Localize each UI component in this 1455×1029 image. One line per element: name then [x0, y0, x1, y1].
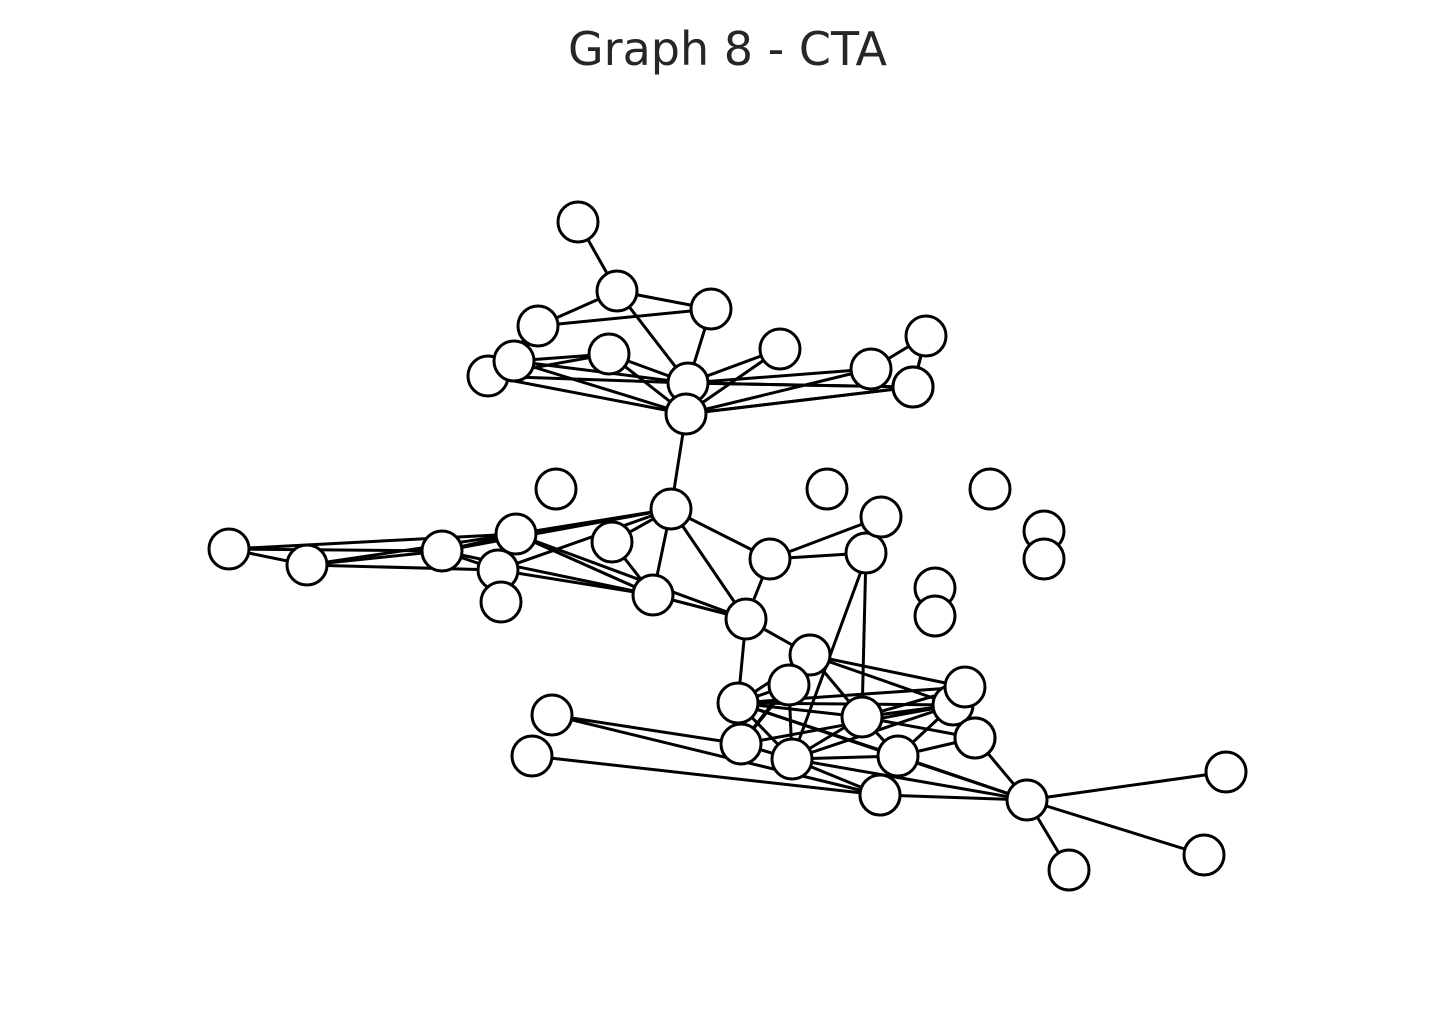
edge-n20-n25 — [441, 549, 654, 597]
graph-node-n15 — [534, 467, 578, 511]
graph-node-n34 — [859, 495, 903, 539]
graph-node-n32 — [840, 695, 884, 739]
edge-n41-n43 — [1026, 798, 1205, 857]
graph-node-n27 — [724, 597, 768, 641]
graph-node-n48 — [858, 773, 902, 817]
edge-n28-n32 — [860, 552, 868, 718]
edge-n41-n42 — [1026, 770, 1227, 802]
graph-node-n6 — [492, 339, 536, 383]
graph-node-n53 — [913, 594, 957, 638]
graph-node-n16 — [805, 467, 849, 511]
graph-node-n19 — [285, 543, 329, 587]
graph-node-n18 — [207, 527, 251, 571]
edge-n23-n25 — [497, 568, 654, 597]
graph-node-n3 — [516, 304, 560, 348]
edge-n10-n11 — [685, 367, 872, 416]
edge-n21-n27 — [515, 532, 747, 621]
edge-n18-n21 — [228, 532, 517, 551]
graph-node-n17 — [649, 487, 693, 531]
edge-n10-n14 — [685, 385, 914, 416]
graph-node-n44 — [1047, 848, 1091, 892]
graph-node-n7 — [587, 332, 631, 376]
graph-node-n13 — [904, 314, 948, 358]
edge-n19-n23 — [306, 563, 499, 572]
edge-n3-n4 — [537, 307, 712, 328]
edge-n38-n41 — [791, 757, 1028, 802]
graph-node-n22 — [590, 520, 634, 564]
edge-n41-n46 — [879, 793, 1028, 802]
edge-n39-n41 — [897, 754, 1028, 802]
graph-node-n14 — [891, 365, 935, 409]
node-layer — [207, 200, 1248, 892]
graph-node-n21 — [494, 512, 538, 556]
graph-node-n41 — [1005, 778, 1049, 822]
edge-n29-n35 — [809, 653, 966, 689]
graph-node-n25 — [631, 573, 675, 617]
graph-node-n1 — [556, 200, 600, 244]
edge-n19-n21 — [306, 532, 517, 567]
graph-node-n45 — [530, 693, 574, 737]
graph-node-n29 — [788, 633, 832, 677]
edge-n9-n11 — [687, 367, 872, 385]
edge-n6-n10 — [513, 359, 687, 416]
graph-node-n8 — [758, 327, 802, 371]
graph-node-n2 — [595, 269, 639, 313]
edge-n17-n21 — [515, 507, 672, 536]
graph-node-n37 — [719, 722, 763, 766]
graph-node-n20 — [420, 529, 464, 573]
graph-node-n10 — [664, 392, 708, 436]
edge-n37-n45 — [551, 713, 742, 746]
graph-title: Graph 8 - CTA — [568, 22, 887, 76]
edge-n45-n46 — [551, 713, 881, 797]
graph-node-n40 — [953, 716, 997, 760]
edge-n17-n23 — [497, 507, 672, 572]
graph-node-n39 — [876, 734, 920, 778]
graph-node-n24 — [479, 580, 523, 624]
graph-node-n49 — [968, 467, 1012, 511]
edge-n46-n47 — [531, 754, 881, 797]
edge-n21-n25 — [515, 532, 654, 597]
edge-n5-n10 — [487, 374, 687, 416]
graph-node-n43 — [1182, 833, 1226, 877]
graph-node-n38 — [770, 737, 814, 781]
graph-node-n4 — [689, 287, 733, 331]
graph-node-n35 — [943, 665, 987, 709]
graph-node-n47 — [510, 734, 554, 778]
graph-node-n28 — [844, 531, 888, 575]
graph-node-n11 — [849, 347, 893, 391]
edge-n17-n27 — [669, 508, 748, 620]
graph-node-n31 — [716, 681, 760, 725]
graph-node-n51 — [1022, 537, 1066, 581]
graph-node-n42 — [1204, 750, 1248, 794]
graph-node-n26 — [748, 537, 792, 581]
graph-node-n30 — [767, 663, 811, 707]
